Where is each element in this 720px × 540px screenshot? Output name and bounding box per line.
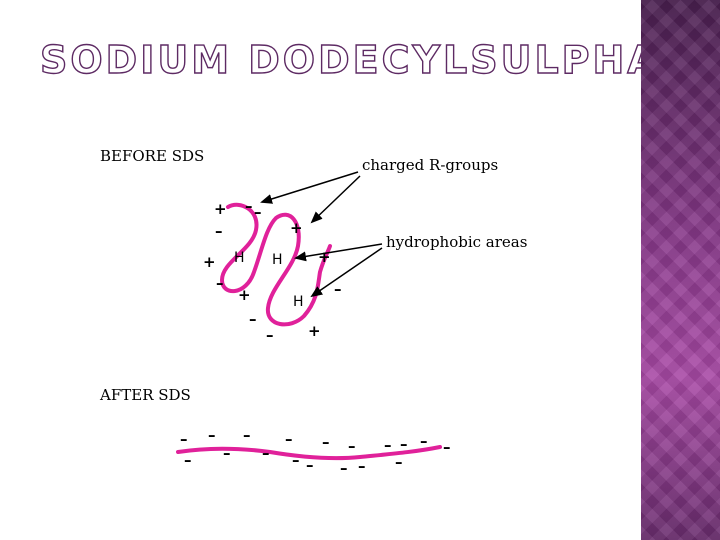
after-sds-label: AFTER SDS xyxy=(99,386,191,404)
negative-charge: – xyxy=(334,280,342,298)
negative-charge: – xyxy=(306,456,314,474)
negative-charge: – xyxy=(348,437,356,455)
negative-charge: – xyxy=(223,444,231,462)
hydrophobic-marker: H xyxy=(272,252,283,268)
negative-charge: – xyxy=(243,426,251,444)
negative-charge: – xyxy=(358,457,366,475)
negative-charge: – xyxy=(215,222,223,240)
arrow-hydrophobic-1 xyxy=(294,243,383,262)
negative-charge: – xyxy=(322,433,330,451)
negative-charge: – xyxy=(395,453,403,471)
before-sds-label: BEFORE SDS xyxy=(100,147,204,165)
hydrophobic-areas-callout: hydrophobic areas xyxy=(386,233,527,251)
unfolded-protein-chain xyxy=(176,445,442,461)
negative-charge: – xyxy=(208,426,216,444)
positive-charge: + xyxy=(238,286,251,304)
negative-charge: – xyxy=(266,326,274,344)
negative-charge: – xyxy=(285,430,293,448)
negative-charge: – xyxy=(420,432,428,450)
negative-charge: – xyxy=(180,430,188,448)
arrow-charged-1 xyxy=(260,171,359,204)
hydrophobic-marker: H xyxy=(293,294,304,310)
positive-charge: + xyxy=(308,322,321,340)
negative-charge: – xyxy=(184,451,192,469)
positive-charge: + xyxy=(318,248,331,266)
negative-charge: – xyxy=(216,274,224,292)
hydrophobic-marker: H xyxy=(234,250,245,266)
charged-r-groups-callout: charged R-groups xyxy=(362,156,498,174)
positive-charge: + xyxy=(290,219,303,237)
slide-title: SODIUM DODECYLSULPHATE xyxy=(39,37,715,82)
negative-charge: – xyxy=(384,436,392,454)
decorative-side-panel xyxy=(641,0,720,540)
arrow-hydrophobic-2 xyxy=(310,247,383,298)
negative-charge: – xyxy=(443,438,451,456)
negative-charge: – xyxy=(245,197,253,215)
negative-charge: – xyxy=(249,310,257,328)
negative-charge: – xyxy=(262,444,270,462)
positive-charge: + xyxy=(214,200,227,218)
negative-charge: – xyxy=(400,435,408,453)
negative-charge: – xyxy=(254,203,262,221)
positive-charge: + xyxy=(203,253,216,271)
arrow-charged-2 xyxy=(310,175,361,224)
negative-charge: – xyxy=(292,451,300,469)
negative-charge: – xyxy=(340,459,348,477)
